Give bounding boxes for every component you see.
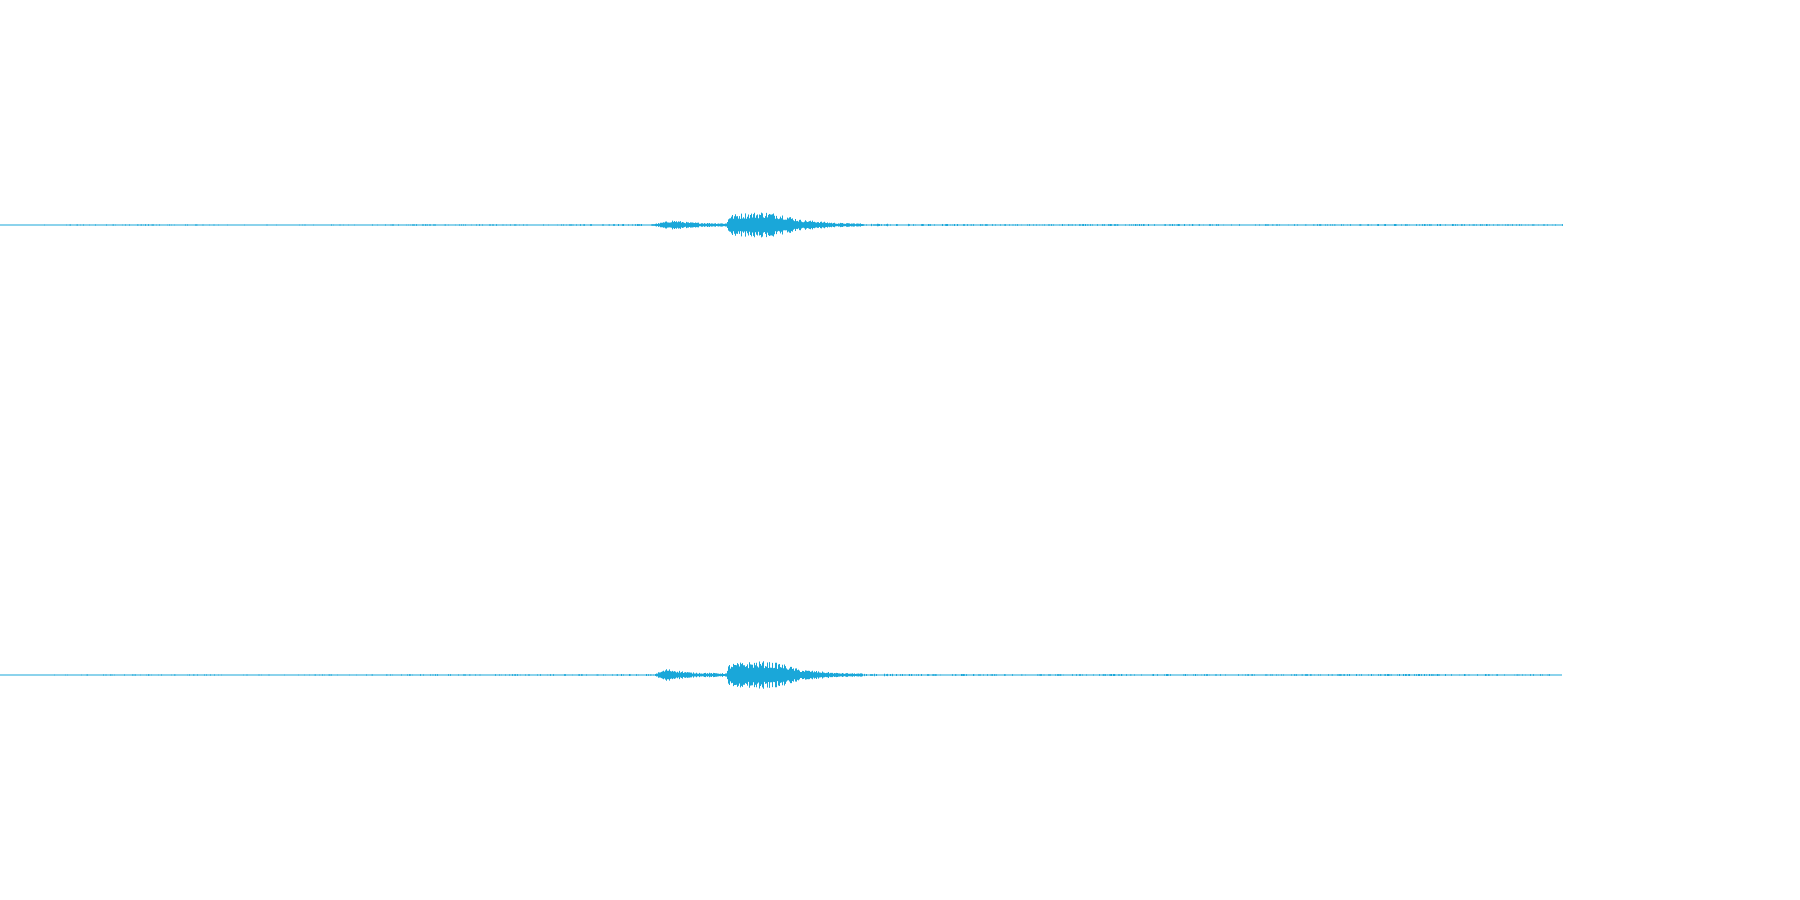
channel-1-waveform	[0, 212, 1563, 238]
channel-2-waveform	[0, 661, 1562, 689]
channel-2-samples	[54, 661, 1550, 689]
channel-1-samples	[44, 212, 1563, 238]
